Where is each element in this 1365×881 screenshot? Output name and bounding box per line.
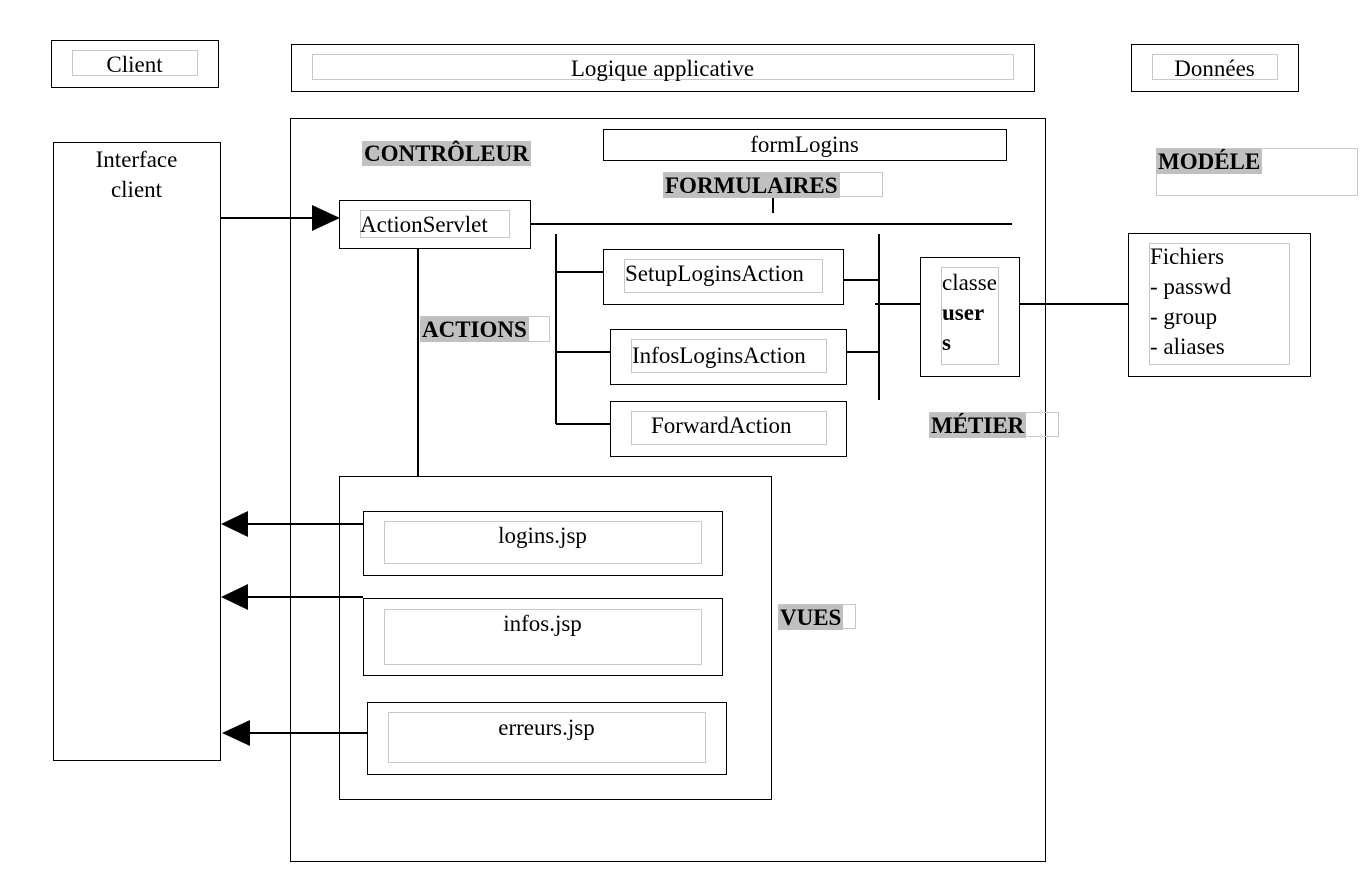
erreurs-arrowhead: [222, 720, 250, 746]
forms-label: FORMULAIRES: [663, 173, 840, 198]
client-interface-title-2: client: [110, 177, 163, 202]
setup-logins-action-label: SetupLoginsAction: [625, 261, 804, 286]
controller-label: CONTRÔLEUR: [362, 141, 531, 166]
model-label: MODÉLE: [1156, 149, 1263, 174]
erreurs-jsp-label: erreurs.jsp: [498, 715, 595, 740]
forward-action-box: ForwardAction: [610, 401, 847, 457]
client-interface-title-1: Interface: [95, 147, 178, 172]
infos-jsp-label: infos.jsp: [503, 611, 582, 636]
data-header: Données: [1131, 44, 1299, 92]
data-files-box: Fichiers - passwd - group - aliases: [1128, 233, 1311, 377]
infos-jsp-box: infos.jsp: [363, 598, 723, 676]
logic-header: Logique applicative: [291, 44, 1035, 92]
data-header-label: Données: [1174, 56, 1255, 81]
users-class-box: classe user s: [920, 257, 1020, 377]
data-file-item: - aliases: [1150, 334, 1225, 359]
users-class-label-1: classe: [942, 270, 997, 295]
infos-arrowhead: [221, 584, 248, 610]
erreurs-jsp-box: erreurs.jsp: [367, 702, 727, 775]
users-class-label-2: user: [942, 300, 985, 325]
views-label: VUES: [778, 605, 844, 630]
client-header-label: Client: [106, 52, 163, 77]
logins-jsp-box: logins.jsp: [363, 511, 723, 576]
form-logins-box: formLogins: [603, 129, 1007, 161]
logins-jsp-label: logins.jsp: [498, 523, 587, 548]
views-container: [339, 476, 772, 800]
data-file-item: - passwd: [1150, 274, 1232, 299]
data-file-item: - group: [1150, 304, 1218, 329]
business-label: MÉTIER: [929, 413, 1027, 438]
setup-logins-action-box: SetupLoginsAction: [603, 249, 844, 305]
infos-logins-action-label: InfosLoginsAction: [632, 343, 806, 368]
actions-label: ACTIONS: [420, 317, 529, 342]
logins-arrowhead: [221, 511, 248, 537]
data-files-title: Fichiers: [1150, 244, 1225, 269]
client-interface-panel: Interface client: [53, 142, 221, 761]
users-class-label-3: s: [942, 330, 951, 355]
logic-header-label: Logique applicative: [570, 56, 755, 81]
forward-action-label: ForwardAction: [651, 413, 792, 438]
application-logic-container: [290, 118, 1046, 862]
form-logins-label: formLogins: [750, 132, 859, 157]
client-header: Client: [51, 40, 219, 88]
action-servlet-label: ActionServlet: [360, 212, 488, 237]
action-servlet-box: ActionServlet: [339, 200, 531, 249]
infos-logins-action-box: InfosLoginsAction: [610, 329, 847, 385]
